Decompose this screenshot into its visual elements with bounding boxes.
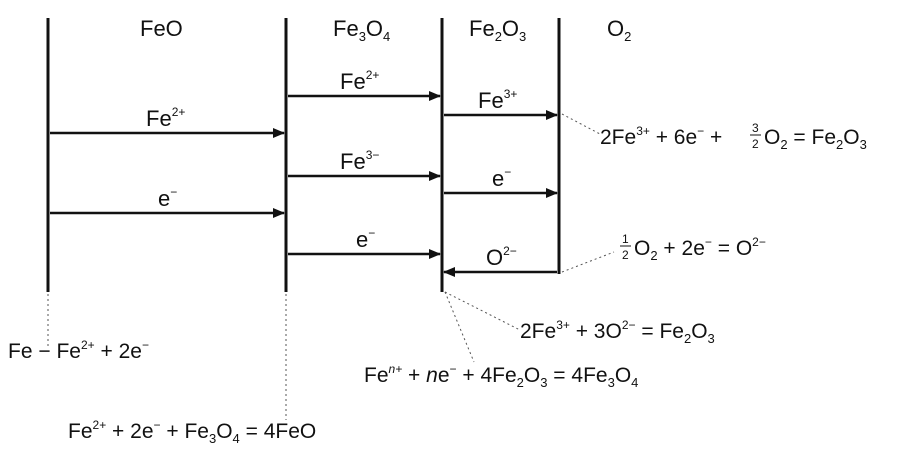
equation-fe2o3-inner: 2Fe3+ + 3O2− = Fe2O3 xyxy=(520,318,715,346)
phase-label-fe3o4: Fe3O4 xyxy=(333,16,390,44)
arrow-label-feo-e: e− xyxy=(158,185,177,211)
svg-text:O2 + 2e− = O2−: O2 + 2e− = O2− xyxy=(634,235,766,263)
frac-den: 2 xyxy=(622,248,629,262)
equation-fe2o3-outer: 2Fe3+ + 6e− + 3 2 O2 = Fe2O3 xyxy=(600,121,867,152)
svg-text:2Fe3+ + 6e− +: 2Fe3+ + 6e− + xyxy=(600,124,722,149)
equation-feo-formation: Fe2+ + 2e− + Fe3O4 = 4FeO xyxy=(68,418,316,446)
frac-num: 3 xyxy=(752,121,759,135)
arrow-label-fe3o4-fe3: Fe3− xyxy=(340,148,379,174)
frac-num: 1 xyxy=(622,232,629,246)
leader-fe2o3-inner xyxy=(444,291,521,331)
equation-o2-reduction: 1 2 O2 + 2e− = O2− xyxy=(620,232,766,263)
arrow-label-fe2o3-e: e− xyxy=(492,165,511,191)
phase-label-fe2o3: Fe2O3 xyxy=(469,16,526,44)
leader-fe2o3-outer xyxy=(561,113,601,135)
leader-o2 xyxy=(561,251,615,273)
equation-fe-oxidation: Fe − Fe2+ + 2e− xyxy=(8,338,149,363)
arrow-label-fe3o4-fe2: Fe2+ xyxy=(340,68,379,94)
arrow-label-fe2o3-o2: O2− xyxy=(486,244,517,270)
phase-label-o2: O2 xyxy=(607,16,631,44)
svg-text:O2 = Fe2O3: O2 = Fe2O3 xyxy=(764,126,867,152)
arrow-label-fe2o3-fe3: Fe3+ xyxy=(478,87,517,113)
arrow-label-fe3o4-e: e− xyxy=(356,226,375,252)
arrow-label-feo-fe2: Fe2+ xyxy=(146,105,185,131)
leader-fe3o4 xyxy=(444,291,475,363)
frac-den: 2 xyxy=(752,137,759,151)
equation-fe3o4-formation: Fen+ + ne− + 4Fe2O3 = 4Fe3O4 xyxy=(364,362,638,390)
phase-label-feo: FeO xyxy=(140,16,183,41)
